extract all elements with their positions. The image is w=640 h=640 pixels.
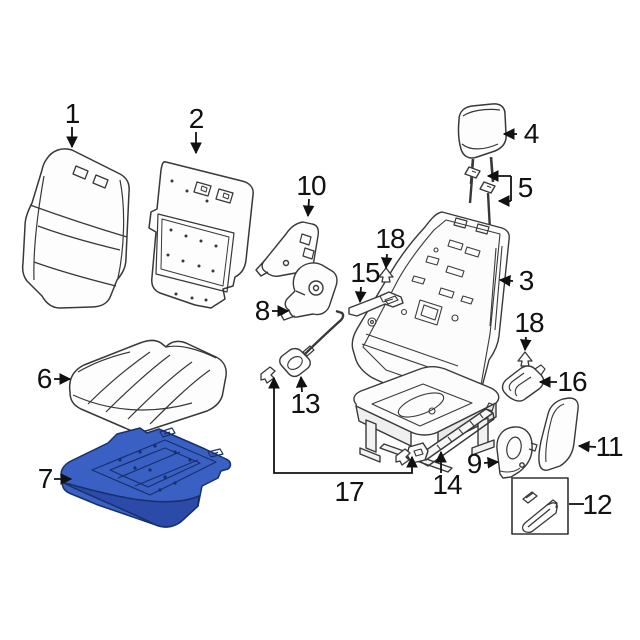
callout-13: 13 bbox=[290, 388, 320, 419]
callout-15: 15 bbox=[350, 257, 380, 288]
recliner-cover-drawing bbox=[496, 426, 538, 479]
callout-2: 2 bbox=[188, 103, 205, 134]
callout-5: 5 bbox=[517, 172, 534, 203]
callout-17: 17 bbox=[334, 476, 364, 507]
callout-9: 9 bbox=[466, 448, 483, 479]
callout-4: 4 bbox=[523, 118, 540, 149]
handle-kit-box-drawing bbox=[511, 477, 569, 535]
seat-back-panel-drawing bbox=[148, 161, 254, 309]
hinge-bracket-drawing bbox=[501, 364, 546, 402]
callout-8: 8 bbox=[254, 295, 271, 326]
side-bracket-upper-drawing bbox=[255, 221, 320, 277]
callout-16: 16 bbox=[557, 366, 587, 397]
push-clip-upper-drawing bbox=[378, 267, 394, 283]
callout-18-upper: 18 bbox=[375, 223, 405, 254]
callout-10: 10 bbox=[296, 170, 326, 201]
wire-rod-loop-drawing bbox=[279, 309, 345, 378]
callout-14: 14 bbox=[432, 469, 462, 500]
callout-6: 6 bbox=[36, 363, 53, 394]
seat-pan-highlighted-drawing bbox=[60, 427, 232, 528]
seat-back-cover-drawing bbox=[21, 148, 130, 309]
headrest-guides-drawing bbox=[464, 166, 496, 231]
latch-bracket-drawing bbox=[348, 291, 404, 317]
retainer-clip-17-left-drawing bbox=[260, 366, 276, 384]
callout-3: 3 bbox=[518, 265, 535, 296]
callout-1: 1 bbox=[64, 98, 81, 129]
seat-cushion-drawing bbox=[68, 339, 227, 433]
callout-7: 7 bbox=[37, 463, 54, 494]
callout-leader-lines bbox=[54, 127, 597, 505]
callout-11: 11 bbox=[595, 431, 623, 462]
callout-12: 12 bbox=[582, 489, 612, 520]
push-clip-right-drawing bbox=[517, 351, 533, 367]
seat-pan-front-face bbox=[61, 481, 200, 528]
callout-18-right: 18 bbox=[514, 307, 544, 338]
side-shield-drawing bbox=[538, 397, 579, 471]
